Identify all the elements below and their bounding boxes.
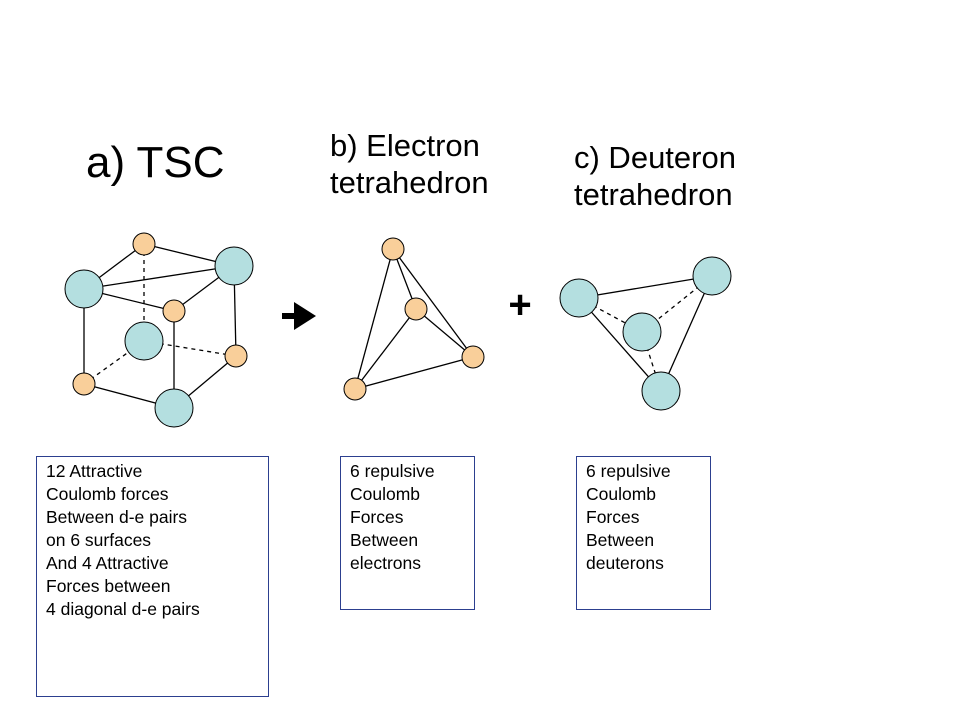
deuteron-particles xyxy=(559,256,732,411)
tetra-edge xyxy=(354,356,474,390)
transition-arrow xyxy=(282,302,316,330)
tetra-edge xyxy=(578,275,713,299)
electron-sphere xyxy=(162,299,186,323)
electron-particles xyxy=(343,237,485,401)
electron-sphere xyxy=(404,297,428,321)
tsc-description-box: 12 Attractive Coulomb forces Between d-e… xyxy=(36,456,269,697)
tetra-edge xyxy=(354,248,394,390)
deuteron-tetrahedron-title: c) Deuteron tetrahedron xyxy=(574,140,736,212)
deuteron-sphere xyxy=(692,256,732,296)
tetra-edge xyxy=(415,308,474,358)
electron-sphere xyxy=(72,372,96,396)
electron-sphere xyxy=(132,232,156,256)
electron-sphere xyxy=(343,377,367,401)
plus-sign: + xyxy=(508,283,531,327)
tsc-particles xyxy=(64,232,254,428)
tetra-edge xyxy=(660,275,713,392)
arrow-head xyxy=(294,302,316,330)
electron-description-box: 6 repulsive Coulomb Forces Between elect… xyxy=(340,456,475,610)
arrow-shaft xyxy=(282,313,296,319)
cube-edge xyxy=(83,265,235,290)
electron-sphere xyxy=(381,237,405,261)
deuteron-sphere xyxy=(641,371,681,411)
deuteron-sphere xyxy=(214,246,254,286)
tetra-edge xyxy=(354,308,417,390)
tsc-cube xyxy=(83,243,237,409)
deuteron-sphere xyxy=(154,388,194,428)
electron-tetrahedron-title: b) Electron tetrahedron xyxy=(330,128,489,200)
tetra-edge xyxy=(578,297,662,392)
deuteron-sphere xyxy=(622,312,662,352)
deuteron-sphere xyxy=(64,269,104,309)
electron-sphere xyxy=(224,344,248,368)
deuteron-sphere xyxy=(124,321,164,361)
electron-sphere xyxy=(461,345,485,369)
deuteron-description-box: 6 repulsive Coulomb Forces Between deute… xyxy=(576,456,711,610)
deuteron-sphere xyxy=(559,278,599,318)
tetra-edge xyxy=(392,248,474,358)
tsc-title: a) TSC xyxy=(86,138,225,187)
